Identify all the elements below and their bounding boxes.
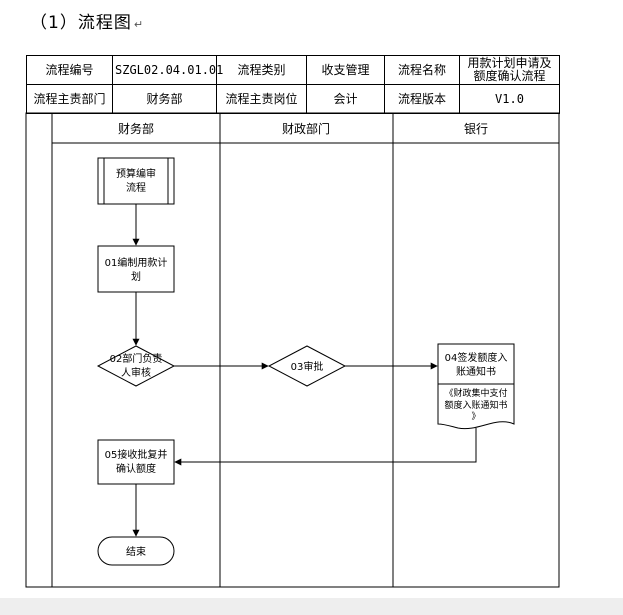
document-label-2: 额度入账通知书 [444,399,507,411]
owner-post-value: 会计 [306,84,385,114]
process-name-value: 用款计划申请及 额度确认流程 [459,55,560,85]
process-info-row-2: 流程主责部门 财务部 流程主责岗位 会计 流程版本 V1.0 [26,84,560,114]
node-budget-label-2: 流程 [126,181,146,194]
decision-diamond-02 [96,345,176,387]
document-shape-notice [437,383,515,430]
process-info-row-1: 流程编号 SZGL02.04.01.01 流程类别 收支管理 流程名称 用款计划… [26,55,560,85]
node-04-label-1: 04签发额度入 [445,351,508,364]
lane-header-treasury: 财政部门 [282,121,330,136]
process-box-04 [437,343,515,385]
heading-text: （1）流程图 [30,13,132,33]
node-05-label-1: 05接收批复并 [105,448,168,461]
owner-dept-value: 财务部 [112,84,217,114]
document-label-1: 《财政集中支付 [444,387,507,399]
document-label-3: 》 [471,411,480,422]
swimlane-frame [25,112,560,588]
process-code-value: SZGL02.04.01.01 [112,55,223,85]
node-budget-subprocess[interactable]: 预算编审 流程 [97,157,175,205]
node-01-label-2: 划 [131,270,141,283]
process-category-value: 收支管理 [306,55,385,85]
process-code-label: 流程编号 [26,55,113,85]
return-mark-icon: ↵ [133,18,145,31]
node-02-dept-head-review[interactable]: 02部门负责 人审核 [96,345,176,387]
process-name-label: 流程名称 [384,55,460,85]
process-box-05 [97,439,175,485]
version-value: V1.0 [459,84,560,114]
node-01-label-1: 01编制用款计 [105,256,168,269]
node-03-approval[interactable]: 03审批 [267,345,347,387]
node-01-prepare-plan[interactable]: 01编制用款计 划 [97,245,175,293]
arrow-04-to-05 [174,428,477,466]
node-04-label-2: 账通知书 [456,365,496,378]
node-end[interactable]: 结束 [97,536,175,566]
process-box-01 [97,245,175,293]
owner-post-label: 流程主责岗位 [216,84,307,114]
bottom-gray-strip [0,598,623,615]
subprocess-box [97,157,175,205]
node-05-receive-confirm[interactable]: 05接收批复并 确认额度 [97,439,175,485]
node-02-label-2: 人审核 [121,366,151,379]
flowchart: 财务部 财政部门 银行 预算编审 流程 01编制用款计 划 02部门负责 人审核… [25,112,560,588]
process-name-line-1: 用款计划申请及 [467,56,552,70]
terminator-end [97,536,175,566]
lane-header-bank: 银行 [464,122,488,136]
page-heading: （1）流程图↵ [30,8,144,33]
node-end-label: 结束 [126,545,146,558]
lane-header-finance: 财务部 [118,121,154,136]
node-02-label-1: 02部门负责 [110,352,163,365]
node-05-label-2: 确认额度 [116,462,156,475]
connectors [132,204,477,537]
swimlane-outer-border [25,112,560,588]
process-info-table: 流程编号 SZGL02.04.01.01 流程类别 收支管理 流程名称 用款计划… [26,55,560,114]
owner-dept-label: 流程主责部门 [26,84,113,114]
decision-diamond-03 [267,345,347,387]
version-label: 流程版本 [384,84,460,114]
node-budget-label-1: 预算编审 [116,167,156,180]
node-04-issue-notice[interactable]: 04签发额度入 账通知书 《财政集中支付 额度入账通知书 》 [437,343,515,430]
process-name-line-2: 额度确认流程 [473,69,546,83]
node-03-label: 03审批 [291,360,324,373]
